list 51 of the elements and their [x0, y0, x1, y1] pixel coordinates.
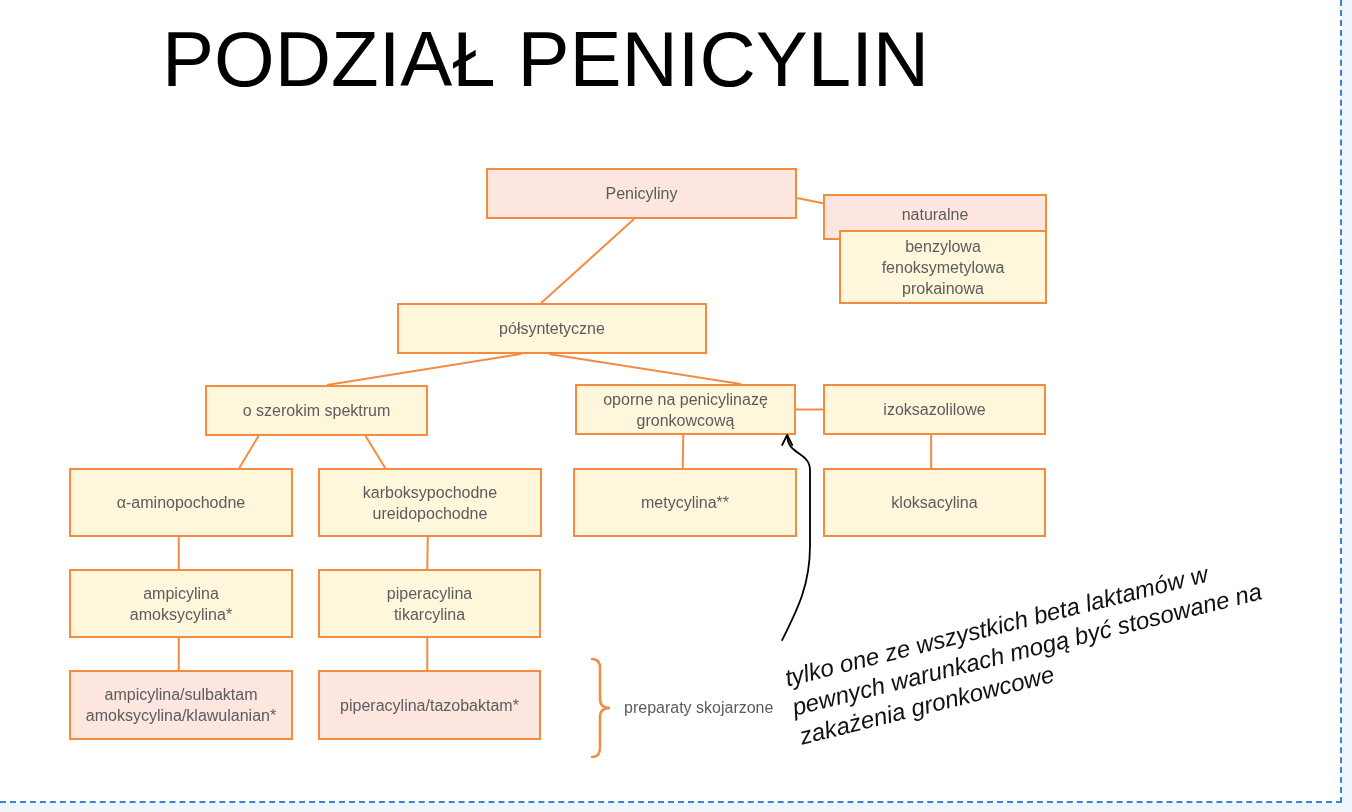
- connector-line: [681, 434, 685, 469]
- box-label: kloksacylina: [891, 493, 978, 513]
- connector-line: [540, 218, 636, 304]
- connector-line: [426, 637, 429, 671]
- group-label: preparaty skojarzone: [624, 698, 774, 718]
- category-box: [318, 468, 542, 537]
- box-label: fenoksymetylowa: [881, 258, 1005, 278]
- box-label: ureidopochodne: [372, 503, 488, 524]
- category-box: [69, 569, 293, 638]
- category-box: [486, 168, 797, 219]
- connector-line: [326, 353, 522, 386]
- box-label: amoksycylina*: [129, 604, 233, 625]
- category-box: [823, 384, 1046, 435]
- box-label: Penicyliny: [605, 184, 678, 204]
- box-label: karboksypochodne: [362, 482, 498, 503]
- category-box: [575, 384, 796, 435]
- connector-line: [426, 536, 429, 570]
- category-box: [397, 303, 707, 354]
- box-label: amoksycylina/klawulanian*: [85, 706, 277, 726]
- box-label: α-aminopochodne: [116, 493, 246, 513]
- connector-line: [796, 197, 824, 205]
- connector-line: [547, 353, 742, 385]
- box-label: tikarcylina: [393, 604, 466, 625]
- category-box: [318, 670, 541, 740]
- connector-line: [795, 408, 824, 411]
- category-box: [69, 670, 293, 740]
- box-label: benzylowa: [905, 237, 981, 257]
- box-label: metycylina**: [641, 493, 729, 513]
- category-box: [318, 569, 541, 638]
- connector-line: [177, 637, 180, 671]
- box-label: o szerokim spektrum: [242, 401, 391, 421]
- category-box: [205, 385, 428, 436]
- box-label: oporne na penicylinazę gronkowcową: [602, 389, 769, 431]
- box-label: naturalne: [901, 205, 969, 225]
- box-label: półsyntetyczne: [499, 319, 605, 339]
- category-box: [839, 230, 1047, 304]
- box-label: izoksazolilowe: [883, 400, 986, 420]
- connector-line: [238, 435, 260, 469]
- box-label: piperacylina/tazobaktam*: [340, 695, 519, 716]
- category-box: [69, 468, 293, 537]
- title: PODZIAŁ PENICYLIN: [162, 20, 930, 98]
- annotation-arrow: [780, 434, 811, 642]
- box-label: ampicylina/sulbaktam: [104, 685, 258, 705]
- box-label: piperacylina: [386, 583, 473, 604]
- category-box: [823, 468, 1046, 537]
- connector-line: [364, 435, 387, 469]
- connector-line: [930, 434, 933, 469]
- box-label: ampicylina: [143, 583, 219, 604]
- box-label: prokainowa: [902, 279, 984, 299]
- connector-line: [177, 536, 180, 570]
- category-box: [573, 468, 797, 537]
